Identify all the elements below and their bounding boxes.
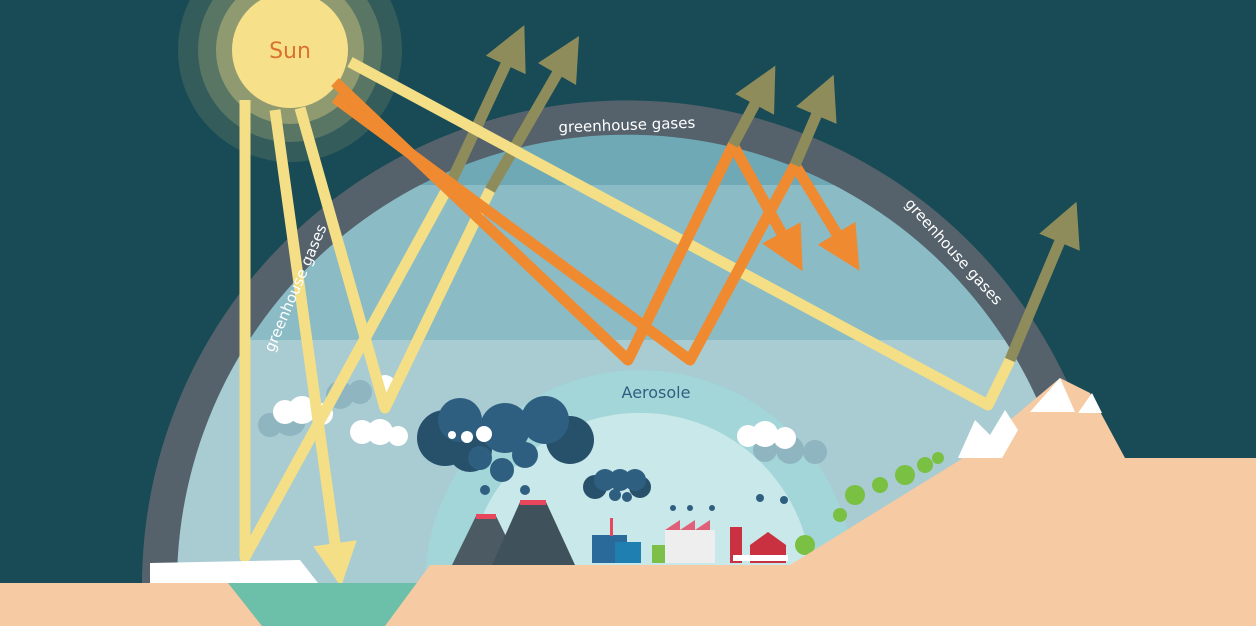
solar-ray-1 [239, 100, 457, 563]
radiation-rays [239, 25, 1080, 587]
solar-ray-3 [294, 106, 495, 414]
left-ground [0, 583, 262, 626]
greenhouse-gases-label-top: greenhouse gases [558, 114, 696, 137]
factories [592, 518, 788, 563]
ocean [228, 583, 425, 626]
escaping-infrared-1 [728, 65, 776, 148]
solar-ray-2 [269, 109, 357, 587]
volcanic-smoke-cloud [417, 396, 788, 511]
aerosol-label: Aerosole [622, 383, 691, 402]
infrared-ray-2 [331, 93, 860, 366]
trees [795, 452, 944, 555]
escaping-ray-4 [1004, 201, 1080, 363]
solar-ray-4 [347, 57, 1015, 411]
ice-shelf [150, 560, 318, 583]
volcanoes [452, 500, 575, 565]
sun [178, 0, 402, 162]
sun-label: Sun [269, 39, 311, 64]
escaping-ray-3 [485, 35, 580, 193]
snow-caps [958, 378, 1102, 458]
escaping-ray-1 [447, 25, 526, 183]
infrared-ray-1 [331, 78, 803, 366]
right-ground-mountains [385, 378, 1256, 626]
escaping-infrared-2 [789, 74, 837, 168]
